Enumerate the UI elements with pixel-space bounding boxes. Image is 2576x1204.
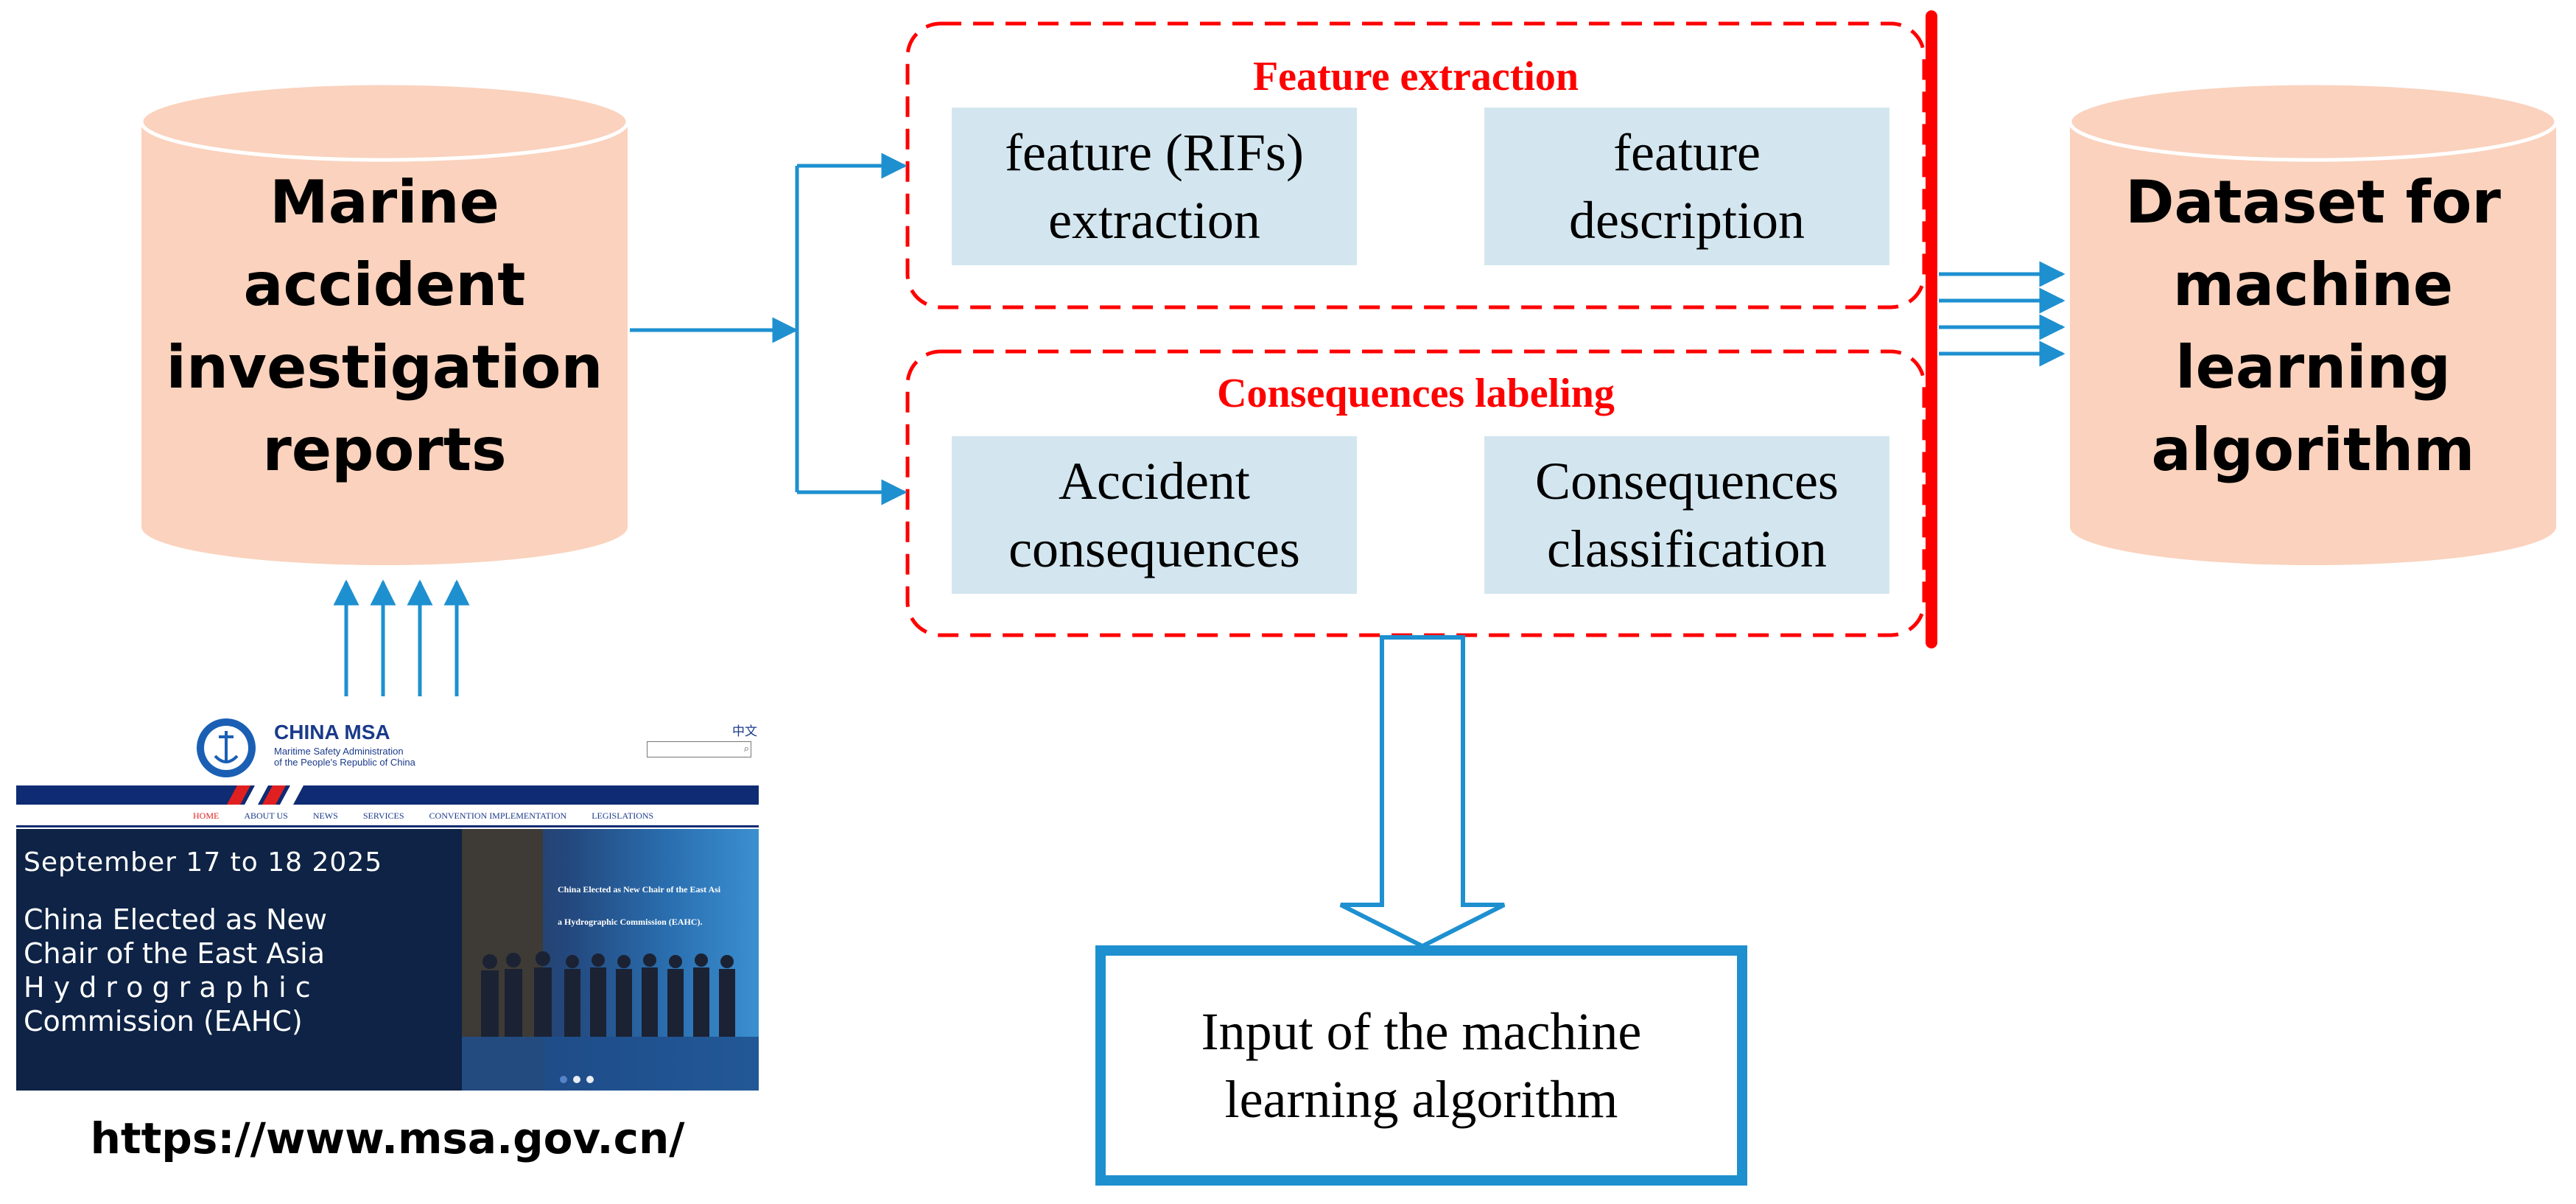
- upload-arrows: [333, 579, 470, 696]
- hero-text-panel[interactable]: [16, 829, 462, 1091]
- consequences-labeling-title: Consequences labeling: [1217, 371, 1615, 416]
- website-url: https://www.msa.gov.cn/: [90, 1113, 685, 1163]
- search-icon[interactable]: ⌕: [743, 743, 749, 755]
- hollow-down-arrow: [1339, 635, 1506, 949]
- target-database-label: Dataset for machine learning algorithm: [2125, 168, 2501, 484]
- language-switch-link[interactable]: 中文: [732, 724, 757, 738]
- feature-extraction-box: feature (RIFs) extraction: [952, 108, 1357, 265]
- consequences-labeling-frame: [905, 349, 1926, 637]
- msa-website-screenshot: CHINA MSA Maritime Safety Administration…: [16, 700, 759, 1091]
- msa-emblem-icon: [197, 718, 256, 777]
- feature-extraction-frame: [905, 21, 1926, 309]
- carousel-dot[interactable]: [560, 1076, 567, 1083]
- source-database-cylinder: [139, 81, 630, 565]
- nav-underline: [16, 825, 759, 827]
- source-database-label: Marine accident investigation reports: [166, 168, 603, 484]
- nav-convention-implementation[interactable]: CONVENTION IMPLEMENTATION: [429, 811, 567, 821]
- accident-consequences-box: Accident consequences: [952, 436, 1357, 594]
- output-box-border: [1095, 945, 1747, 1186]
- target-database-cylinder: [2068, 81, 2558, 565]
- org-name: CHINA MSA: [274, 721, 390, 743]
- main-nav: HOME ABOUT US NEWS SERVICES CONVENTION I…: [193, 811, 653, 822]
- split-arrows: [630, 153, 908, 505]
- feature-extraction-title: Feature extraction: [1252, 54, 1579, 99]
- hero-title[interactable]: China Elected as New Chair of the East A…: [24, 903, 327, 1037]
- hero-caption: China Elected as New Chair of the East A…: [558, 884, 721, 927]
- hero-date: September 17 to 18 2025: [24, 847, 383, 878]
- feature-description-box: feature description: [1484, 108, 1889, 265]
- consequences-classification-box: Consequences classification: [1484, 436, 1889, 594]
- header-band: [16, 785, 759, 805]
- carousel-dot[interactable]: [586, 1076, 594, 1083]
- search-input[interactable]: ⌕: [647, 741, 751, 757]
- group-photo-image: [462, 829, 759, 1091]
- carousel-dot[interactable]: [573, 1076, 580, 1083]
- nav-about-us[interactable]: ABOUT US: [244, 811, 288, 821]
- nav-legislations[interactable]: LEGISLATIONS: [592, 811, 654, 821]
- output-box-label: Input of the machine learning algorithm: [1201, 1002, 1642, 1129]
- nav-news[interactable]: NEWS: [312, 811, 338, 821]
- header-stripes: [227, 785, 303, 805]
- org-subtitle: Maritime Safety Administration of the Pe…: [274, 746, 415, 768]
- dataset-arrows: [1939, 261, 2066, 367]
- nav-home[interactable]: HOME: [193, 811, 220, 821]
- nav-services[interactable]: SERVICES: [362, 811, 404, 821]
- carousel-dots: [560, 1076, 594, 1083]
- hero-photo[interactable]: [462, 829, 759, 1091]
